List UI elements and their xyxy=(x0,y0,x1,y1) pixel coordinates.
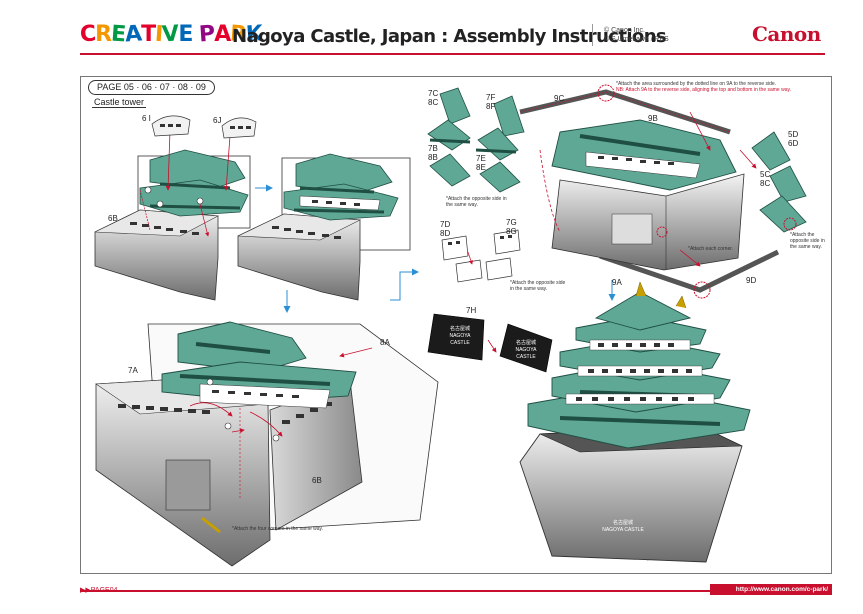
part-label: 9D xyxy=(746,276,757,285)
part-label: 7A xyxy=(128,366,138,375)
part-label: 9A xyxy=(612,278,622,287)
part-label: 7H xyxy=(466,306,477,315)
logo-letter: E xyxy=(178,22,193,47)
part-label: 9B xyxy=(648,114,658,123)
step1-assembly xyxy=(94,115,257,301)
step2-assembly xyxy=(237,153,411,301)
copyright-author: © S.Umekawa / PBS xyxy=(604,36,669,43)
part-label: 8A xyxy=(380,338,390,347)
step-arrows xyxy=(255,184,616,313)
section-title: Castle tower xyxy=(92,97,147,108)
note-opposite-side: *Attach the opposite side in the same wa… xyxy=(510,280,566,292)
page-title: Nagoya Castle, Japan : Assembly Instruct… xyxy=(232,26,667,47)
exploded-assembly xyxy=(427,84,807,299)
part-label: 6B xyxy=(312,476,322,485)
note-opposite-side: *Attach the opposite side in the same wa… xyxy=(790,232,825,250)
part-label: 6 I xyxy=(142,114,151,123)
instruction-panel xyxy=(80,76,832,574)
note-four-corners: *Attach the four corners in the same way… xyxy=(232,526,324,532)
note-attach-reverse-nb: NB: Attach 9A to the reverse side, align… xyxy=(616,87,792,93)
footer-rule xyxy=(80,590,832,592)
note-opposite-side: *Attach the opposite side in the same wa… xyxy=(446,196,507,208)
part-label: 9C xyxy=(554,94,565,103)
copyright: © Canon Inc. © S.Umekawa / PBS xyxy=(604,26,669,44)
logo-letter: R xyxy=(95,22,112,47)
step3-assembly xyxy=(95,321,439,567)
copyright-canon: © Canon Inc. xyxy=(604,27,645,34)
canon-logo[interactable]: Canon xyxy=(752,22,821,46)
header-divider xyxy=(592,24,593,46)
note-each-corner: *Attach each corner. xyxy=(688,246,734,252)
creative-park-logo: CREATIVE PARK xyxy=(79,21,263,47)
finished-castle xyxy=(519,281,751,563)
logo-letter: A xyxy=(214,22,231,47)
part-label: 6J xyxy=(213,116,222,125)
page-range-badge: PAGE 05 · 06 · 07 · 08 · 09 xyxy=(88,80,215,95)
logo-letter: T xyxy=(141,22,156,47)
note-attach-reverse: *Attach the area surrounded by the dotte… xyxy=(616,81,777,87)
previous-page-link[interactable]: ▶▶PAGE04 xyxy=(80,587,118,594)
creative-park-url[interactable]: http://www.canon.com/c-park/ xyxy=(710,584,832,595)
header-rule xyxy=(80,53,825,55)
part-label: 6B xyxy=(108,214,118,223)
